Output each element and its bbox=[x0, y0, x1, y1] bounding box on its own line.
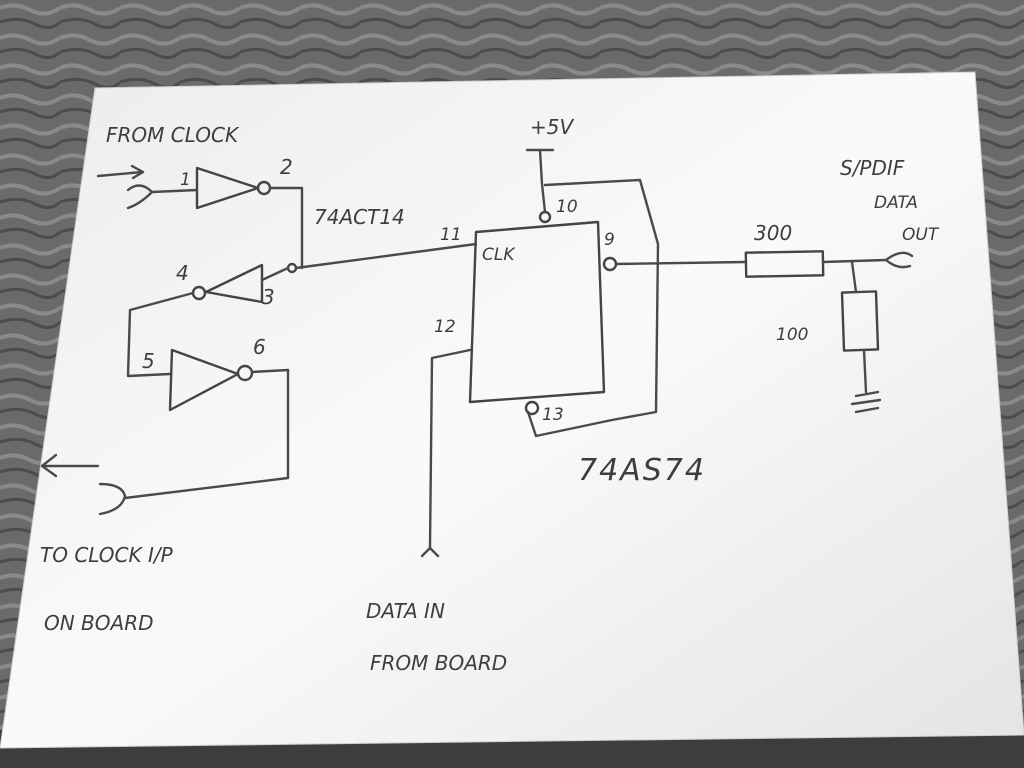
label-from-clock: FROM CLOCK bbox=[106, 123, 240, 147]
flipflop-body bbox=[468, 220, 606, 404]
wire-in-pin1 bbox=[150, 188, 199, 194]
label-r100: 100 bbox=[776, 325, 808, 345]
from-clock-arrow bbox=[96, 164, 145, 180]
label-clk: CLK bbox=[482, 245, 516, 265]
label-spdif-line3: OUT bbox=[902, 225, 940, 245]
wire-to-r100 bbox=[850, 260, 858, 294]
wire-pin9-out bbox=[614, 260, 748, 266]
label-pin3: 3 bbox=[262, 285, 275, 309]
label-pin4: 4 bbox=[176, 261, 189, 285]
label-pin11: 11 bbox=[440, 225, 462, 245]
label-to-clock-line2: ON BOARD bbox=[44, 611, 154, 635]
wire-pin10-loop bbox=[526, 178, 660, 438]
wire-r300-out bbox=[821, 258, 888, 264]
label-to-clock-line1: TO CLOCK I/P bbox=[40, 543, 174, 567]
supply-rail bbox=[525, 148, 555, 214]
wire-pin3-input bbox=[260, 266, 290, 282]
wire-r100-to-ground bbox=[862, 348, 868, 394]
label-spdif-line1: S/PDIF bbox=[840, 156, 905, 180]
ground-symbol bbox=[850, 390, 882, 414]
paper-sheet bbox=[0, 71, 1024, 749]
label-pin5: 5 bbox=[142, 349, 155, 373]
label-data-in-line1: DATA IN bbox=[366, 599, 445, 623]
wire-pin2-to-pin3 bbox=[268, 186, 304, 270]
label-pin10: 10 bbox=[556, 197, 578, 217]
wire-data-in bbox=[420, 348, 472, 558]
label-pin2: 2 bbox=[280, 155, 293, 179]
label-pin9: 9 bbox=[604, 230, 615, 250]
spdif-jack bbox=[884, 251, 914, 269]
label-pin12: 12 bbox=[434, 317, 456, 337]
label-pin6: 6 bbox=[253, 335, 266, 359]
pin10-bubble bbox=[538, 210, 552, 224]
label-ic-inverter: 74ACT14 bbox=[314, 205, 405, 229]
resistor-300 bbox=[744, 250, 825, 278]
resistor-100 bbox=[840, 290, 880, 352]
label-pin1: 1 bbox=[180, 170, 191, 190]
output-jack bbox=[98, 482, 127, 516]
wire-pin6-to-output bbox=[123, 368, 290, 500]
wire-to-clk bbox=[294, 242, 478, 270]
to-clock-arrow bbox=[40, 453, 100, 478]
label-ic-flipflop: 74AS74 bbox=[578, 453, 706, 488]
label-supply: +5V bbox=[530, 115, 574, 139]
wire-pin4-to-pin5 bbox=[126, 291, 195, 378]
label-spdif-line2: DATA bbox=[874, 193, 918, 213]
pin13-bubble bbox=[524, 400, 540, 416]
label-r300: 300 bbox=[754, 221, 792, 245]
label-pin13: 13 bbox=[542, 405, 564, 425]
label-data-in-line2: FROM BOARD bbox=[370, 651, 507, 675]
